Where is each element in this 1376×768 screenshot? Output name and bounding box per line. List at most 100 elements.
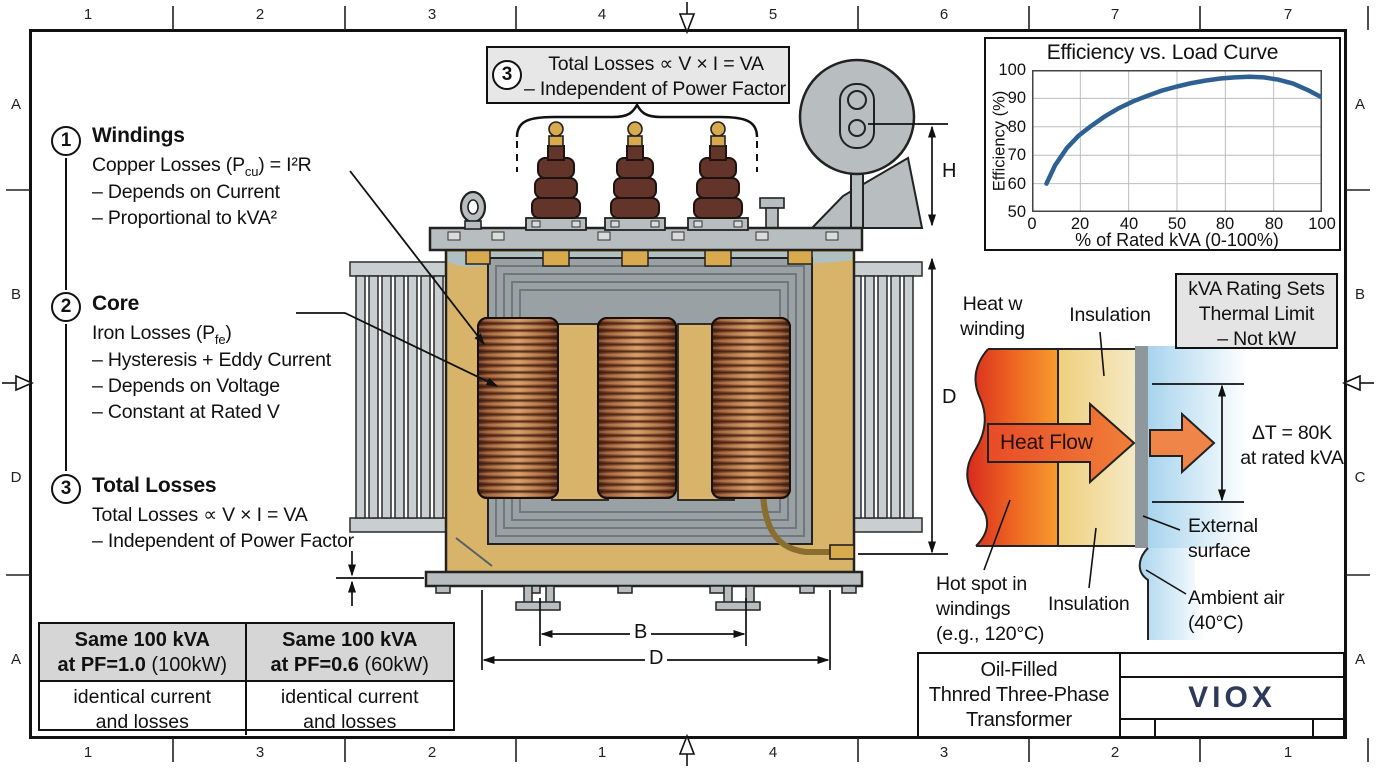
iron-loss-formula: Iron Losses (Pfe) bbox=[92, 322, 232, 347]
delta-t-dimension bbox=[1152, 383, 1244, 503]
ruler-top-label: 3 bbox=[427, 6, 437, 23]
callout-2-number: 2 bbox=[51, 292, 81, 322]
y-tick: 90 bbox=[1007, 89, 1026, 107]
ruler-right-label: C bbox=[1354, 469, 1366, 486]
chart-x-axis-label: % of Rated kVA (0-100%) bbox=[1075, 230, 1279, 250]
total-loss-formula: Total Losses ∝ V × I = VA bbox=[92, 504, 308, 526]
total-losses-note-box bbox=[486, 46, 790, 104]
callout-2-bullet: – Constant at Rated V bbox=[92, 401, 280, 423]
callout-1-bullet: – Proportional to kVA² bbox=[92, 207, 277, 229]
ruler-left-label: B bbox=[10, 286, 21, 303]
ruler-top-label: 7 bbox=[1110, 6, 1120, 23]
x-tick: 100 bbox=[1308, 215, 1336, 233]
ruler-right-label: A bbox=[1354, 651, 1365, 668]
hv-bushings bbox=[525, 121, 749, 231]
callout-2-bullet: – Depends on Voltage bbox=[92, 375, 280, 397]
radiator-right bbox=[845, 261, 923, 533]
external-wall bbox=[1135, 346, 1148, 548]
ruler-top-label: 1 bbox=[83, 6, 93, 23]
windings bbox=[477, 317, 791, 499]
ruler-bottom-label: 3 bbox=[939, 744, 949, 761]
x-tick: 80 bbox=[1215, 215, 1235, 233]
y-tick: 80 bbox=[1007, 118, 1026, 136]
callout-3-number: 3 bbox=[51, 474, 81, 504]
ruler-bottom-label: 1 bbox=[597, 744, 607, 761]
leader-lines bbox=[296, 170, 499, 387]
ruler-left-label: A bbox=[10, 96, 21, 113]
copper-loss-formula: Copper Losses (Pcu) = I²R bbox=[92, 154, 312, 179]
ruler-left-label: A bbox=[10, 651, 21, 668]
conservator bbox=[759, 58, 924, 229]
x-tick: 80 bbox=[1264, 215, 1284, 233]
x-tick: 20 bbox=[1070, 215, 1090, 233]
dim-b: B bbox=[630, 621, 652, 644]
ruler-top-label: 2 bbox=[255, 6, 265, 23]
callout-1-title: Windings bbox=[92, 124, 185, 147]
note-box-number: 3 bbox=[492, 60, 522, 90]
brace bbox=[515, 102, 759, 138]
ruler-ticks bbox=[6, 6, 1370, 762]
x-tick: 0 bbox=[1027, 215, 1037, 233]
radiator-left bbox=[349, 261, 451, 533]
ruler-top-label: 7 bbox=[1283, 6, 1293, 23]
ruler-left-label: D bbox=[10, 469, 22, 486]
callout-1-bullet: – Depends on Current bbox=[92, 181, 280, 203]
table-header-cell: Same 100 kVA at PF=0.6 (60kW) bbox=[246, 624, 453, 682]
drawing-title: Oil-Filled Thnred Three-Phase Transforme… bbox=[919, 654, 1121, 736]
ruler-right-label: B bbox=[1354, 286, 1365, 303]
callout-2-bullet: – Hysteresis + Eddy Current bbox=[92, 349, 331, 371]
ruler-bottom-label: 2 bbox=[1110, 744, 1120, 761]
heat-leader-lines bbox=[983, 331, 1187, 595]
y-tick: 70 bbox=[1007, 146, 1026, 164]
ruler-top-label: 5 bbox=[768, 6, 778, 23]
ambient-air-label: Ambient air(40°C) bbox=[1188, 587, 1285, 634]
y-tick: 60 bbox=[1007, 175, 1026, 193]
efficiency-curve-plot bbox=[1032, 70, 1322, 212]
transformer-drawing bbox=[349, 58, 924, 611]
viox-logo: VIOX bbox=[1188, 681, 1276, 714]
y-tick: 50 bbox=[1007, 203, 1026, 221]
y-tick: 100 bbox=[998, 61, 1026, 79]
ruler-bottom-label: 1 bbox=[83, 744, 93, 761]
drain-valve bbox=[829, 544, 855, 560]
lifting-eye bbox=[459, 190, 487, 230]
note-box-line2: – Independent of Power Factor bbox=[524, 78, 786, 100]
ruler-top-label: 4 bbox=[597, 6, 607, 23]
ruler-bottom-label: 4 bbox=[768, 744, 778, 761]
note-box-line1: Total Losses ∝ V × I = VA bbox=[548, 53, 764, 75]
callout-1-number: 1 bbox=[51, 126, 81, 156]
x-tick: 40 bbox=[1119, 215, 1139, 233]
insulation-bottom-label: Insulation bbox=[1048, 593, 1130, 615]
ruler-bottom-label: 2 bbox=[427, 744, 437, 761]
ruler-bottom-label: 3 bbox=[255, 744, 265, 761]
title-block: Oil-Filled Thnred Three-Phase Transforme… bbox=[917, 652, 1345, 738]
callout-3-bullet: – Independent of Power Factor bbox=[92, 530, 354, 552]
thermal-limit-box: kVA Rating Sets Thermal Limit – Not kW bbox=[1175, 273, 1338, 350]
heat-flow-diagram bbox=[966, 331, 1248, 640]
callout-3-title: Total Losses bbox=[92, 474, 217, 497]
dim-d-side: D bbox=[938, 386, 961, 409]
ruler-bottom-label: 1 bbox=[1283, 744, 1293, 761]
callout-2-title: Core bbox=[92, 292, 140, 315]
heat-flow-arrow-small bbox=[1149, 411, 1216, 475]
pf-comparison-table: Same 100 kVA at PF=1.0 (100kW) Same 100 … bbox=[38, 622, 455, 735]
heat-flow-label: Heat Flow bbox=[1000, 431, 1093, 454]
base-plate bbox=[424, 570, 864, 588]
heat-flow-arrow bbox=[987, 401, 1136, 485]
dim-h: H bbox=[938, 160, 961, 183]
ruler-top-label: 6 bbox=[939, 6, 949, 23]
efficiency-chart-panel bbox=[984, 37, 1341, 251]
table-header-cell: Same 100 kVA at PF=1.0 (100kW) bbox=[40, 624, 247, 682]
insulation-top-label: Insulation bbox=[1069, 304, 1151, 326]
dim-d-bottom: D bbox=[645, 647, 668, 670]
x-tick: 50 bbox=[1167, 215, 1187, 233]
